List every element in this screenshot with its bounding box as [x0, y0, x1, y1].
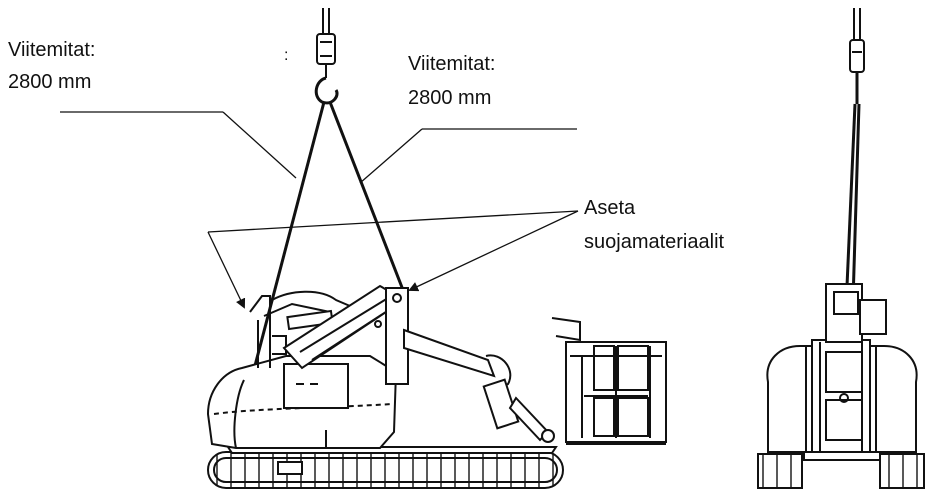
crane-hook-front: [849, 8, 865, 104]
sling-dimension-label-left-value: 2800 mm: [8, 71, 92, 93]
protective-material-label-value: suojamateriaalit: [584, 231, 725, 253]
crane-hook-side: [314, 8, 339, 105]
leader-lines: [60, 111, 579, 309]
sling-dimension-label-left-title: Viitemitat:: [8, 39, 96, 61]
sling-dimension-label-right-value: 2800 mm: [408, 87, 492, 109]
sling-dimension-label-right-title: Viitemitat:: [408, 53, 496, 75]
excavator-side-view: [206, 284, 667, 489]
colon-mark: :: [284, 47, 289, 64]
excavator-front-view: [757, 283, 925, 489]
protective-material-label-title: Aseta: [584, 197, 636, 219]
